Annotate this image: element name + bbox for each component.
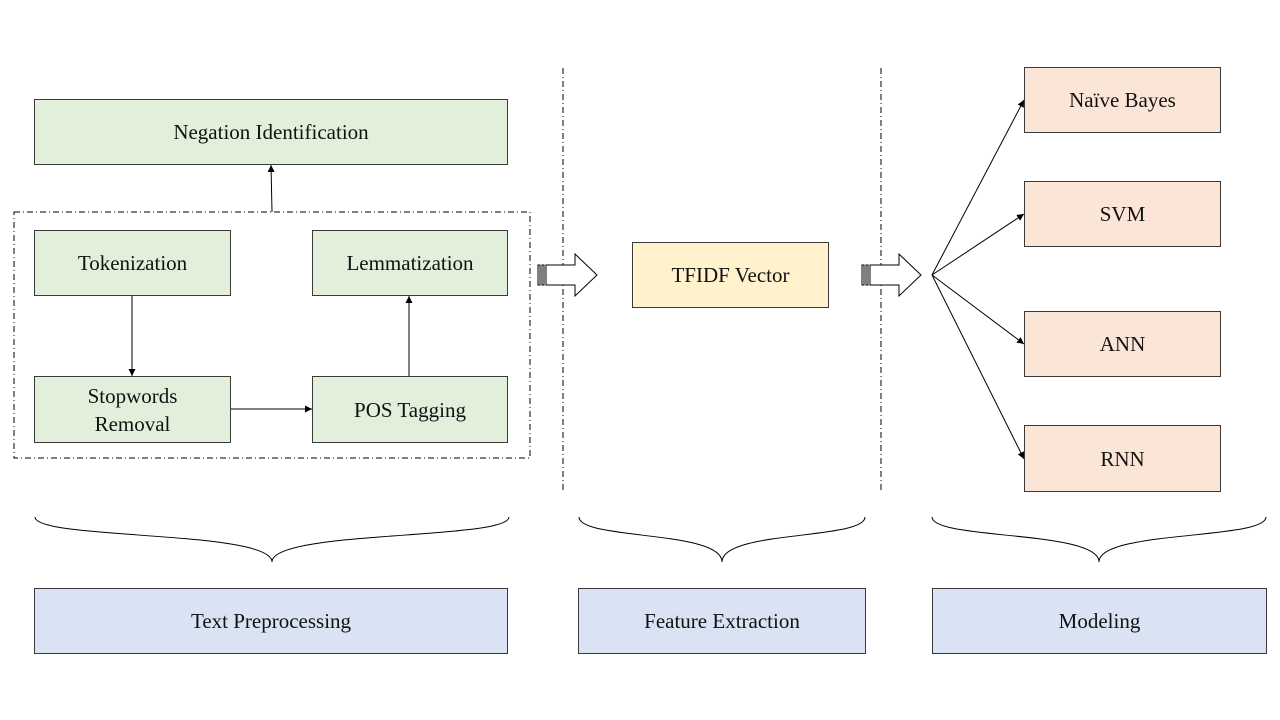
model-label-naive-bayes: Naïve Bayes: [1069, 88, 1176, 112]
stage-box-modeling: Modeling: [932, 588, 1267, 654]
arrow-group-to-negation: [267, 164, 275, 213]
stage-label-text-preprocessing: Text Preprocessing: [190, 609, 352, 633]
tokenization-box: Tokenization: [34, 230, 231, 296]
model-box-naive-bayes: Naïve Bayes: [1024, 67, 1221, 133]
model-box-svm: SVM: [1024, 181, 1221, 247]
lemmatization-box: Lemmatization: [312, 230, 508, 296]
tfidf-vector-label: TFIDF Vector: [671, 263, 790, 287]
stage-box-feature-extraction: Feature Extraction: [578, 588, 866, 654]
pos-tagging-box: POS Tagging: [312, 376, 508, 443]
tokenization-label: Tokenization: [77, 251, 188, 275]
arrow-to-svm: [931, 213, 1025, 276]
brace-feature-extraction: [578, 516, 866, 563]
model-label-svm: SVM: [1099, 202, 1146, 226]
stopwords-removal-label: Stopwords Removal: [87, 383, 178, 436]
pos-tagging-label: POS Tagging: [354, 397, 466, 422]
brace-text-preprocessing: [34, 516, 510, 563]
stage-label-modeling: Modeling: [1058, 609, 1141, 633]
model-box-ann: ANN: [1024, 311, 1221, 377]
brace-modeling: [931, 516, 1267, 563]
lemmatization-label: Lemmatization: [346, 251, 474, 275]
arrow-to-naive-bayes: [931, 99, 1025, 276]
stage-label-feature-extraction: Feature Extraction: [644, 609, 800, 633]
arrow-to-rnn: [931, 274, 1025, 460]
stopwords-removal-box: Stopwords Removal: [34, 376, 231, 443]
block-arrow-2: [861, 252, 922, 298]
negation-identification-box: Negation Identification: [34, 99, 508, 165]
model-box-rnn: RNN: [1024, 425, 1221, 492]
tfidf-vector-box: TFIDF Vector: [632, 242, 829, 308]
negation-identification-label: Negation Identification: [173, 120, 369, 144]
block-arrow-1: [537, 252, 598, 298]
preprocessing-group-border: [13, 211, 531, 459]
stage-box-text-preprocessing: Text Preprocessing: [34, 588, 508, 654]
model-label-rnn: RNN: [1100, 446, 1145, 471]
model-label-ann: ANN: [1099, 332, 1146, 356]
arrow-to-ann: [931, 274, 1025, 345]
